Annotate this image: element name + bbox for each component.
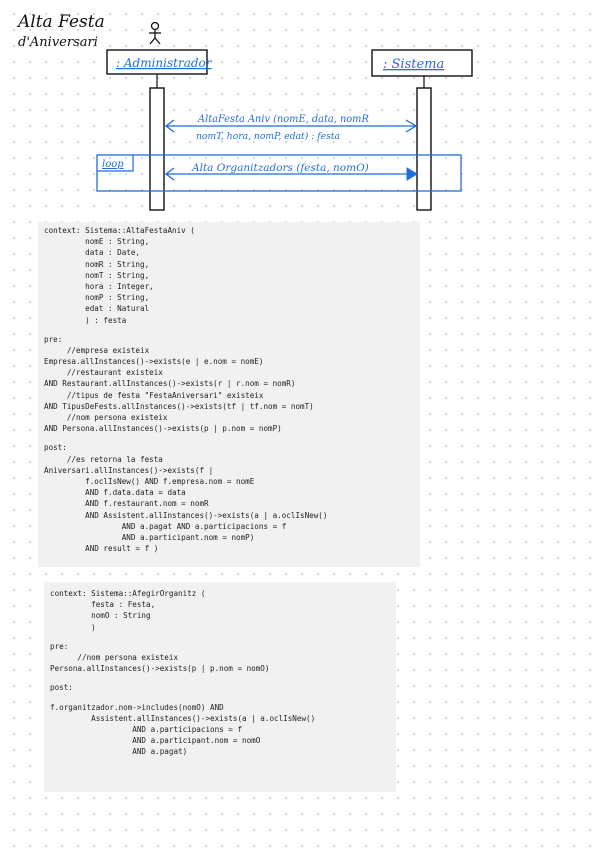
code-line: post: xyxy=(50,683,73,693)
code-line: data : Date, xyxy=(44,248,141,258)
message2-arrowhead-right xyxy=(406,167,418,181)
blank-line xyxy=(44,326,414,334)
diagram-title: Alta Festa xyxy=(16,12,105,32)
system-activation-bar xyxy=(416,87,432,211)
code-line: AND result = f ) xyxy=(44,544,159,554)
code-line: context: Sistema::AltaFestaAniv ( xyxy=(44,226,195,235)
message2-arrowhead-left xyxy=(164,167,175,181)
code-line: AND Restaurant.allInstances()->exists(r … xyxy=(44,379,296,389)
code-line: AND Assistent.allInstances()->exists(a |… xyxy=(44,510,328,520)
code-line: AND TipusDeFests.allInstances()->exists(… xyxy=(44,401,314,411)
code-line: nomR : String, xyxy=(44,259,150,269)
blank-line xyxy=(50,674,390,682)
code-line: nomE : String, xyxy=(44,237,150,247)
ocl-afegir-organitz: context: Sistema::AfegirOrganitz ( festa… xyxy=(44,582,396,792)
code-line: AND a.participacions = f xyxy=(50,724,243,734)
code-line: //tipus de festa "FestaAniversari" exist… xyxy=(44,390,264,400)
blank-line xyxy=(50,694,390,702)
actor-label: : Administrador xyxy=(116,56,213,70)
code-line: f.oclIsNew() AND f.empresa.nom = nomE xyxy=(44,476,255,486)
code-line: Assistent.allInstances()->exists(a | a.o… xyxy=(50,713,316,723)
code-line: AND Persona.allInstances()->exists(p | p… xyxy=(44,424,282,434)
blank-line xyxy=(44,434,414,442)
code-line: Aniversari.allInstances()->exists(f | xyxy=(44,465,214,475)
code-line: AND a.pagat AND a.participacions = f xyxy=(44,521,287,531)
code-line: AND a.pagat) xyxy=(50,747,188,757)
loop-frame xyxy=(96,154,462,192)
actor-icon xyxy=(149,21,161,45)
message1-label-line1: AltaFesta Aniv (nomE, data, nomR xyxy=(197,114,369,125)
message2-label: Alta Organitzadors (festa, nomO) xyxy=(191,162,369,174)
code-line: AND f.data.data = data xyxy=(44,488,186,498)
code-line: //es retorna la festa xyxy=(44,454,163,464)
code-line: AND f.restaurant.nom = nomR xyxy=(44,499,209,509)
code-line: AND a.participant.nom = nomP) xyxy=(44,532,255,542)
code-line: ) xyxy=(50,622,96,632)
code-line: festa : Festa, xyxy=(50,600,156,610)
code-line: nomP : String, xyxy=(44,293,150,303)
actor-box xyxy=(106,49,208,75)
code-line: ) : festa xyxy=(44,315,127,325)
actor-activation-bar xyxy=(149,87,165,211)
blank-line xyxy=(50,633,390,641)
code-line: context: Sistema::AfegirOrganitz ( xyxy=(50,589,206,598)
code-line: pre: xyxy=(44,334,63,344)
code-line: //empresa existeix xyxy=(44,345,150,355)
ocl-alta-festa-aniv: context: Sistema::AltaFestaAniv ( nomE :… xyxy=(38,222,420,567)
code-line: nomO : String xyxy=(50,611,151,621)
loop-tag xyxy=(97,155,134,172)
code-line: AND a.participant.nom = nomO xyxy=(50,736,261,746)
code-line: post: xyxy=(44,443,67,453)
message1-arrowhead-right xyxy=(405,119,418,133)
message1-label-line2: nomT, hora, nomP, edat) : festa xyxy=(196,131,340,142)
loop-label: loop xyxy=(102,159,124,170)
sequence-diagram: Alta Festa d'Aniversari : Administrador … xyxy=(16,12,473,211)
code-line: hora : Integer, xyxy=(44,281,154,291)
code-line: f.organitzador.nom->includes(nomO) AND xyxy=(50,702,224,712)
code-line: edat : Natural xyxy=(44,304,150,314)
diagram-subtitle: d'Aniversari xyxy=(18,35,98,50)
code-line: Empresa.allInstances()->exists(e | e.nom… xyxy=(44,357,264,367)
code-line: nomT : String, xyxy=(44,270,150,280)
system-box xyxy=(371,49,473,77)
code-line: pre: xyxy=(50,641,69,651)
code-line: Persona.allInstances()->exists(p | p.nom… xyxy=(50,664,270,674)
message1-arrowhead-left xyxy=(164,119,175,133)
code-line: //nom persona existeix xyxy=(50,652,179,662)
code-line: //restaurant existeix xyxy=(44,368,163,378)
code-line: //nom persona existeix xyxy=(44,413,168,422)
system-label: : Sistema xyxy=(383,57,444,72)
